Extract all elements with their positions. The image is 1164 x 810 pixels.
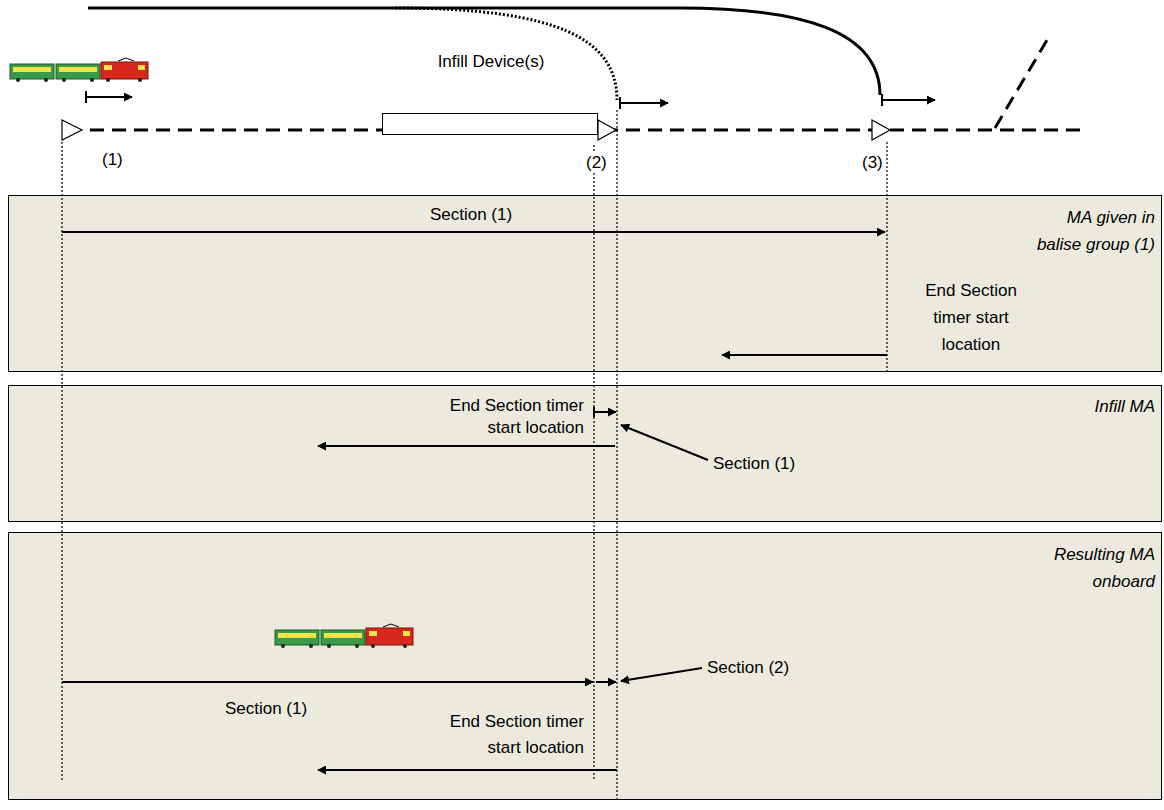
ma-panel: MA given in balise group (1) Section (1) E…: [8, 195, 1162, 372]
panel-heading: MA given in balise group (1): [1027, 204, 1155, 258]
route-line: [88, 8, 880, 95]
section-label: Section (2): [707, 657, 817, 679]
diverging-track: [995, 35, 1050, 128]
callout-number: (1): [100, 150, 125, 170]
timer-label: End Section timer start location: [434, 395, 584, 439]
timer-label: End Section timer start location: [434, 709, 584, 761]
box-label: Infill Device(s): [383, 51, 599, 73]
ma-panel: Infill MA End Section timer start locatio…: [8, 385, 1162, 522]
timer-label: End Section timer start location: [916, 277, 1026, 358]
panel-heading: Resulting MA onboard: [1027, 541, 1155, 595]
callout-number: (2): [584, 153, 609, 173]
panel-heading: Infill MA: [1027, 393, 1155, 420]
section-label: Section (1): [196, 698, 336, 720]
track: [90, 129, 382, 132]
train-icon: [10, 58, 148, 82]
balise-symbol: [598, 120, 616, 140]
infill-device-box: Infill Device(s): [382, 113, 598, 135]
section-label: Section (1): [713, 453, 823, 475]
train-icon: [275, 624, 413, 648]
balise-symbol: [872, 120, 890, 140]
reference-lines: [62, 110, 887, 800]
balise-symbol: [62, 120, 82, 140]
direction-arrows: [86, 91, 935, 109]
ma-arrows: [62, 232, 887, 770]
track: [604, 129, 1085, 132]
section-label: Section (1): [401, 204, 541, 226]
callout-number: (3): [860, 153, 885, 173]
ma-panel: Resulting MA onboardSection (1) Section (…: [8, 532, 1162, 800]
infill-route-line: [395, 8, 617, 100]
